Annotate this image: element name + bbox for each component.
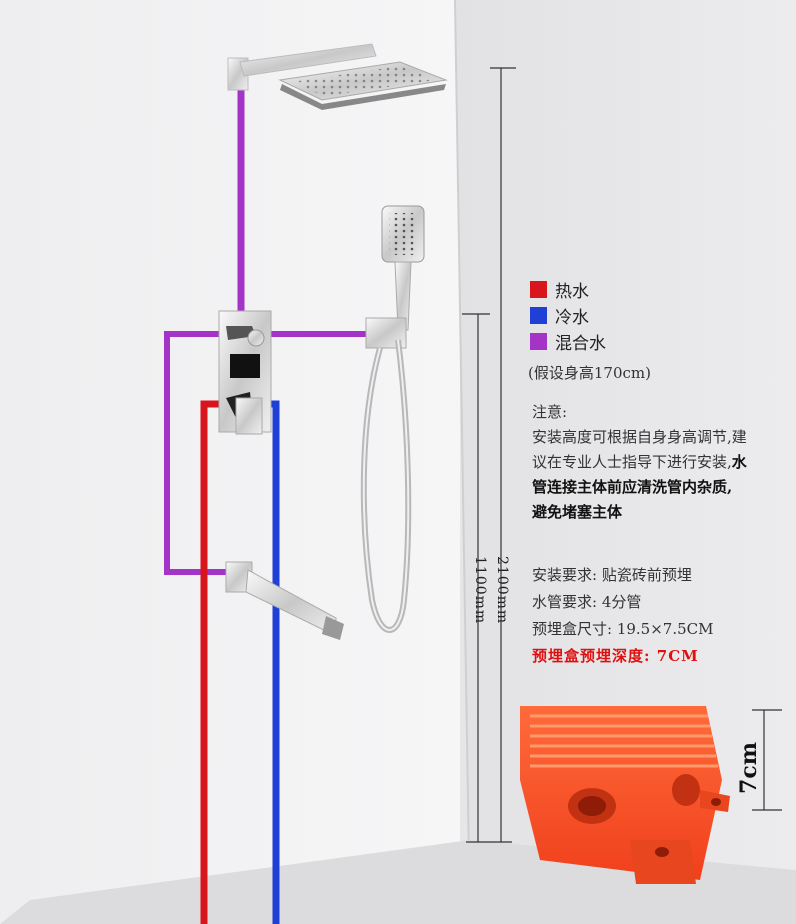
mixer-valve [218, 310, 272, 435]
requirement-box-size: 预埋盒尺寸: 19.5×7.5CM [532, 620, 714, 638]
rain-shower [227, 43, 448, 110]
dimension-lines [462, 67, 782, 843]
legend-label-hot: 热水 [555, 281, 589, 302]
legend-label-mixed: 混合水 [555, 333, 606, 354]
box-depth-label: 7cm [736, 742, 762, 794]
installation-notes: 注意: 安装高度可根据自身身高调节,建议在专业人士指导下进行安装,水管连接主体前… [532, 400, 747, 525]
tub-spout [225, 561, 344, 640]
requirement-pipe: 水管要求: 4分管 [532, 593, 642, 611]
mixer-height-label: 1100mm [472, 556, 488, 625]
mixed-pipe-spout [164, 331, 226, 575]
left-wall [0, 0, 460, 924]
height-assumption: (假设身高170cm) [528, 364, 651, 382]
requirement-install: 安装要求: 贴瓷砖前预埋 [532, 566, 692, 584]
notes-text: 安装高度可根据自身身高调节,建议在专业人士指导下进行安装, [532, 428, 747, 471]
hot-water-pipe [200, 400, 224, 924]
legend-item-cold: 冷水 [530, 302, 606, 328]
cold-water-swatch [530, 306, 547, 324]
box-port-right [672, 774, 700, 806]
legend-item-hot: 热水 [530, 276, 606, 302]
embedded-box [520, 706, 730, 884]
mixed-water-pipes [164, 86, 366, 575]
shower-height-label: 2100mm [494, 556, 510, 625]
legend-label-cold: 冷水 [555, 307, 589, 328]
notes-warning: 水管连接主体前应清洗管内杂质,避免堵塞主体 [532, 453, 747, 521]
requirement-box-depth: 预埋盒预埋深度: 7CM [532, 647, 699, 665]
requirements-list: 安装要求: 贴瓷砖前预埋 水管要求: 4分管 预埋盒尺寸: 19.5×7.5CM… [532, 562, 713, 670]
right-wall [455, 0, 796, 924]
notes-heading: 注意: [532, 403, 568, 421]
mixer-display [230, 354, 260, 378]
hot-water-swatch [530, 280, 547, 298]
legend-item-mixed: 混合水 [530, 328, 606, 354]
legend: 热水 冷水 混合水 [530, 276, 606, 354]
hand-shower [360, 205, 425, 633]
wall-corner [454, 0, 471, 924]
mixed-water-swatch [530, 332, 547, 350]
